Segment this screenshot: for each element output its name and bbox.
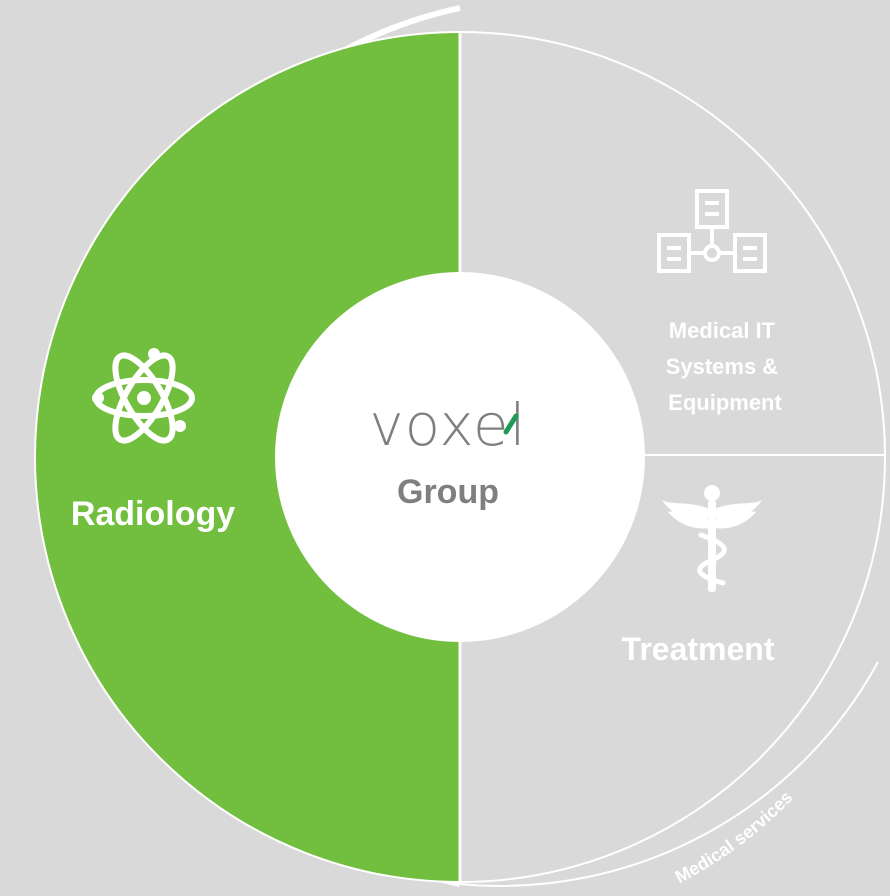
logo-text: voxel <box>369 391 526 459</box>
center-subtitle: Group <box>397 473 499 511</box>
segment-radiology[interactable] <box>35 32 460 882</box>
atom-icon <box>92 348 195 444</box>
caduceus-icon <box>662 485 762 592</box>
segment-label-it-line-2: Systems & <box>666 354 779 379</box>
segment-label-it-line-3: Equipment <box>668 390 782 415</box>
voxel-logo: voxel <box>369 391 526 459</box>
segment-label-radiology: Radiology <box>71 495 235 533</box>
medical-services-ring-arc <box>459 661 879 887</box>
logo-accent-mark <box>503 413 519 435</box>
segment-label-treatment: Treatment <box>622 631 775 667</box>
segment-label-it-line-1: Medical IT <box>669 318 776 343</box>
segment-label-it: Medical IT Systems & Equipment <box>666 318 785 415</box>
network-icon <box>657 189 767 273</box>
center-circle <box>275 272 645 642</box>
